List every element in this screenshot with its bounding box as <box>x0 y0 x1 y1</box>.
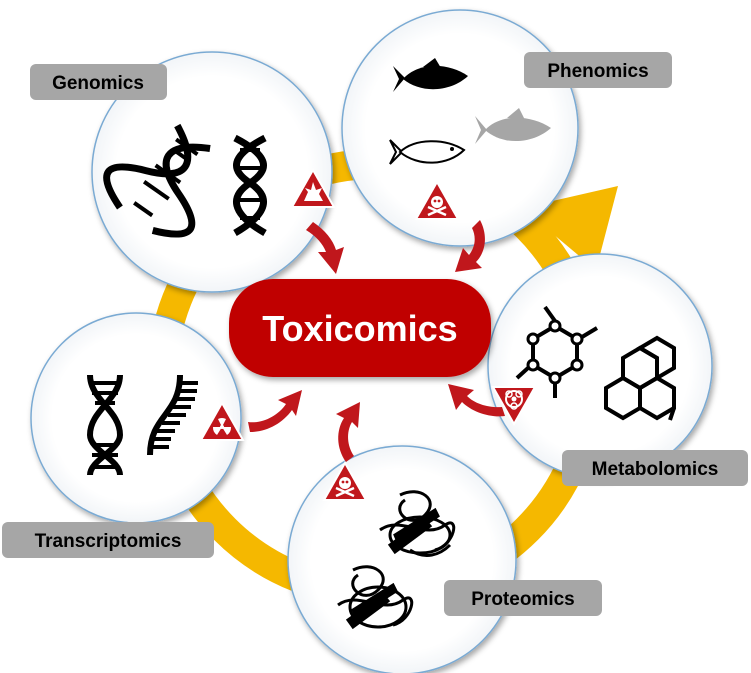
phenomics-label: Phenomics <box>524 52 672 88</box>
transcriptomics-label-text: Transcriptomics <box>35 531 182 552</box>
genomics-label: Genomics <box>30 64 167 100</box>
genomics-label-text: Genomics <box>52 73 144 94</box>
explosive-icon <box>290 167 336 208</box>
arrow-metabolomics-to-center <box>448 384 505 417</box>
phenomics-label-text: Phenomics <box>547 61 648 82</box>
radiation-icon <box>199 400 245 441</box>
molecule-icon <box>515 305 599 398</box>
dna-helix-icon <box>103 123 211 238</box>
toxicomics-center: Toxicomics <box>229 279 491 377</box>
arrow-phenomics-to-center <box>455 220 485 272</box>
transcriptomics-node <box>30 312 242 524</box>
dna-ladder-icon <box>86 374 124 476</box>
proteomics-label-text: Proteomics <box>471 589 574 610</box>
fish-icon <box>393 58 468 92</box>
proteomics-label: Proteomics <box>444 580 602 616</box>
protein-structure-icon <box>379 490 456 557</box>
genomics-node <box>91 51 333 293</box>
arrow-transcriptomics-to-center <box>248 390 302 432</box>
dna-helix-icon <box>233 134 267 237</box>
arrow-genomics-to-center <box>306 222 344 274</box>
skull-crossbones-icon <box>322 460 368 501</box>
protein-structure-icon <box>337 565 414 630</box>
metabolomics-node <box>487 253 713 479</box>
skull-crossbones-icon <box>414 179 460 220</box>
center-label: Toxicomics <box>262 308 457 349</box>
metabolomics-label-text: Metabolomics <box>592 459 719 480</box>
polycyclic-molecule-icon <box>604 335 676 421</box>
proteomics-node <box>287 445 517 673</box>
arrow-proteomics-to-center <box>336 402 360 462</box>
red-arrows <box>248 220 505 462</box>
fish-icon <box>389 139 466 165</box>
rna-strand-icon <box>147 374 198 456</box>
fish-icon <box>475 108 551 144</box>
transcriptomics-label: Transcriptomics <box>2 522 214 558</box>
metabolomics-label: Metabolomics <box>562 450 748 486</box>
phenomics-node <box>341 9 579 247</box>
biohazard-icon <box>491 386 537 427</box>
